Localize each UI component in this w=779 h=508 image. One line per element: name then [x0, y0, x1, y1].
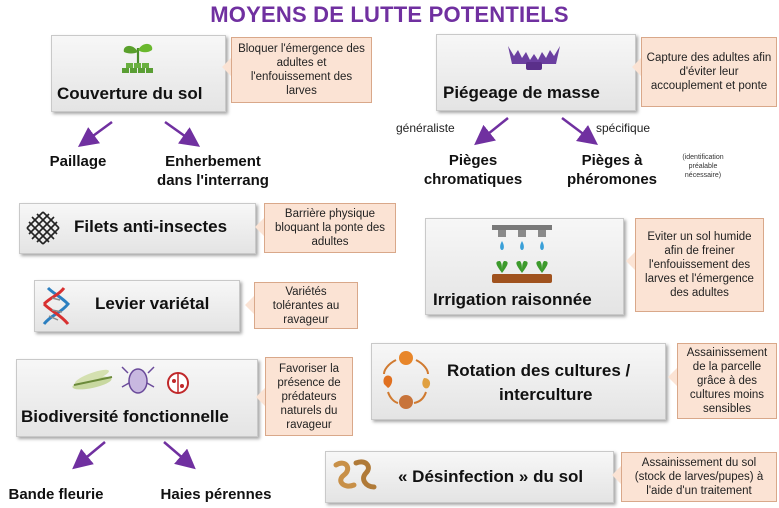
card-desinfection-label: « Désinfection » du sol — [398, 467, 584, 486]
note-rotation: Assainissement de la parcelle grâce à de… — [677, 343, 777, 419]
note-desinfection: Assainissement du sol (stock de larves/p… — [621, 452, 777, 502]
insects-icon — [72, 366, 189, 394]
child-pieges-pheromones: Pièges à phéromones — [566, 152, 657, 188]
trap-icon — [508, 46, 560, 70]
child-paillage: Paillage — [49, 153, 107, 170]
dna-icon — [42, 286, 71, 325]
note-piegeage: Capture des adultes afin d'éviter leur a… — [641, 37, 777, 107]
branch-specifique: spécifique — [596, 121, 651, 135]
card-couverture-label: Couverture du sol — [57, 84, 203, 103]
child-bande-fleurie: Bande fleurie — [8, 486, 104, 503]
rotation-icon — [383, 351, 431, 409]
child-haies-perennes: Haies pérennes — [160, 486, 272, 503]
arrow-paillage — [77, 120, 113, 147]
child-pieges-chromatiques: Pièges chromatiques — [423, 152, 523, 188]
card-piegeage-label: Piégeage de masse — [443, 83, 600, 102]
arrow-haies — [163, 441, 196, 470]
child-enherbement: Enherbement dans l'interrang — [157, 153, 269, 189]
branch-generaliste: généraliste — [396, 121, 455, 135]
note-couverture: Bloquer l'émergence des adultes et l'enf… — [231, 37, 372, 103]
arrow-enherbement — [164, 120, 201, 147]
pheromones-footnote: (identification préalable nécessaire) — [682, 154, 724, 179]
note-levier: Variétés tolérantes au ravageur — [254, 282, 358, 329]
net-icon — [26, 211, 60, 245]
worms-icon — [333, 459, 377, 490]
card-rotation-label-line2: interculture — [499, 385, 593, 404]
note-biodiversite: Favoriser la présence de prédateurs natu… — [265, 357, 353, 436]
note-filets: Barrière physique bloquant la ponte des … — [264, 203, 396, 253]
page-title: MOYENS DE LUTTE POTENTIELS — [210, 2, 569, 27]
card-irrigation-label: Irrigation raisonnée — [433, 290, 592, 309]
card-desinfection — [325, 451, 614, 503]
card-biodiversite-label: Biodiversité fonctionnelle — [21, 407, 229, 426]
card-rotation — [371, 343, 666, 420]
note-irrigation: Eviter un sol humide afin de freiner l'e… — [635, 218, 764, 312]
arrow-pheromones — [561, 117, 598, 145]
arrow-bande-fleurie — [72, 441, 106, 470]
arrow-chromatiques — [474, 117, 509, 146]
seedling-icon — [122, 43, 153, 73]
irrigation-icon — [492, 225, 552, 283]
card-levier-label: Levier variétal — [95, 294, 210, 313]
card-piegeage — [436, 34, 636, 111]
card-rotation-label-line1: Rotation des cultures / — [447, 361, 631, 380]
card-filets-label: Filets anti-insectes — [74, 217, 228, 236]
